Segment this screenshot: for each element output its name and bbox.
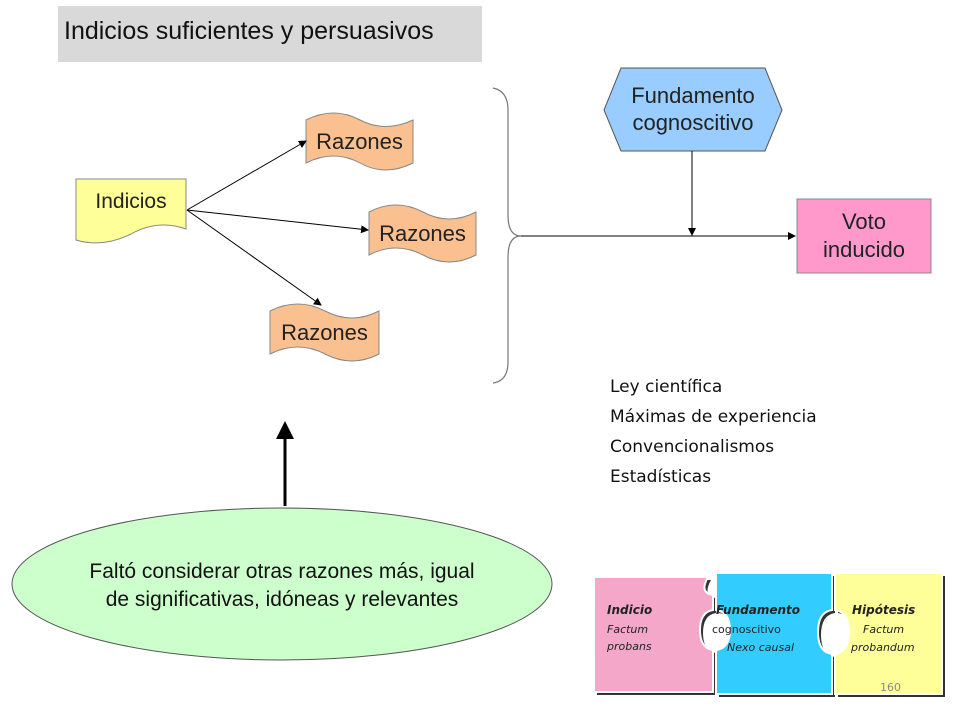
razones-label-3: Razones — [281, 320, 368, 345]
puzzle-graphic: Indicio Factum probans Fundamento cognos… — [593, 572, 945, 697]
arrow-indicios-razones-3 — [186, 209, 322, 306]
fundamento-shape — [603, 67, 783, 152]
puzzle-piece-hipotesis — [834, 572, 943, 695]
criteria-item: Ley científica — [610, 377, 723, 397]
razones-label-2: Razones — [379, 221, 466, 246]
voto-label-line-1: Voto — [841, 209, 887, 234]
page-number: 160 — [880, 681, 901, 694]
puzzle-hipotesis-title: Hipótesis — [852, 603, 915, 617]
fundamento-label-line-1: Fundamento — [631, 83, 755, 108]
oval-text: Faltó considerar otras razones más, igua… — [22, 558, 542, 614]
oval-text-line-2: de significativas, idóneas y relevantes — [105, 588, 459, 611]
oval-shape — [11, 507, 553, 661]
puzzle-indicio-line-1: Factum — [607, 623, 648, 636]
voto-shape — [796, 198, 932, 274]
right-brace — [492, 87, 522, 384]
razones-shape-1 — [305, 112, 414, 171]
oval-text-line-1: Faltó considerar otras razones más, igua… — [89, 560, 475, 583]
razones-shape-3 — [269, 303, 380, 362]
indicios-label: Indicios — [95, 190, 167, 213]
criteria-list: Ley científica Máximas de experiencia Co… — [610, 372, 817, 492]
puzzle-piece-indicio — [593, 576, 714, 693]
puzzle-indicio-title: Indicio — [607, 603, 652, 617]
voto-label-line-2: inducido — [823, 237, 905, 262]
criteria-item: Convencionalismos — [610, 437, 775, 457]
arrow-indicios-razones-1 — [186, 140, 307, 211]
puzzle-hipotesis-line-1: Factum — [863, 623, 904, 636]
slide-title: Indicios suficientes y persuasivos — [64, 17, 434, 45]
puzzle-fundamento-line-1: cognoscitivo — [712, 623, 781, 636]
fundamento-label: Fundamento cognoscitivo — [604, 82, 782, 136]
puzzle-indicio-line-2: probans — [606, 640, 652, 653]
puzzle-fundamento-title: Fundamento — [716, 603, 800, 617]
razones-shape-2 — [368, 204, 477, 263]
razones-label-1: Razones — [316, 129, 403, 154]
puzzle-hipotesis-line-2: probandum — [850, 641, 915, 654]
arrow-indicios-razones-2 — [186, 209, 369, 234]
voto-label: Voto inducido — [797, 208, 931, 264]
fundamento-label-line-2: cognoscitivo — [632, 110, 754, 135]
puzzle-piece-fundamento — [715, 572, 833, 695]
puzzle-fundamento-line-2: Nexo causal — [727, 641, 794, 654]
title-background — [58, 6, 482, 62]
indicios-shape — [75, 178, 187, 244]
criteria-item: Estadísticas — [610, 467, 712, 487]
criteria-item: Máximas de experiencia — [610, 407, 817, 427]
